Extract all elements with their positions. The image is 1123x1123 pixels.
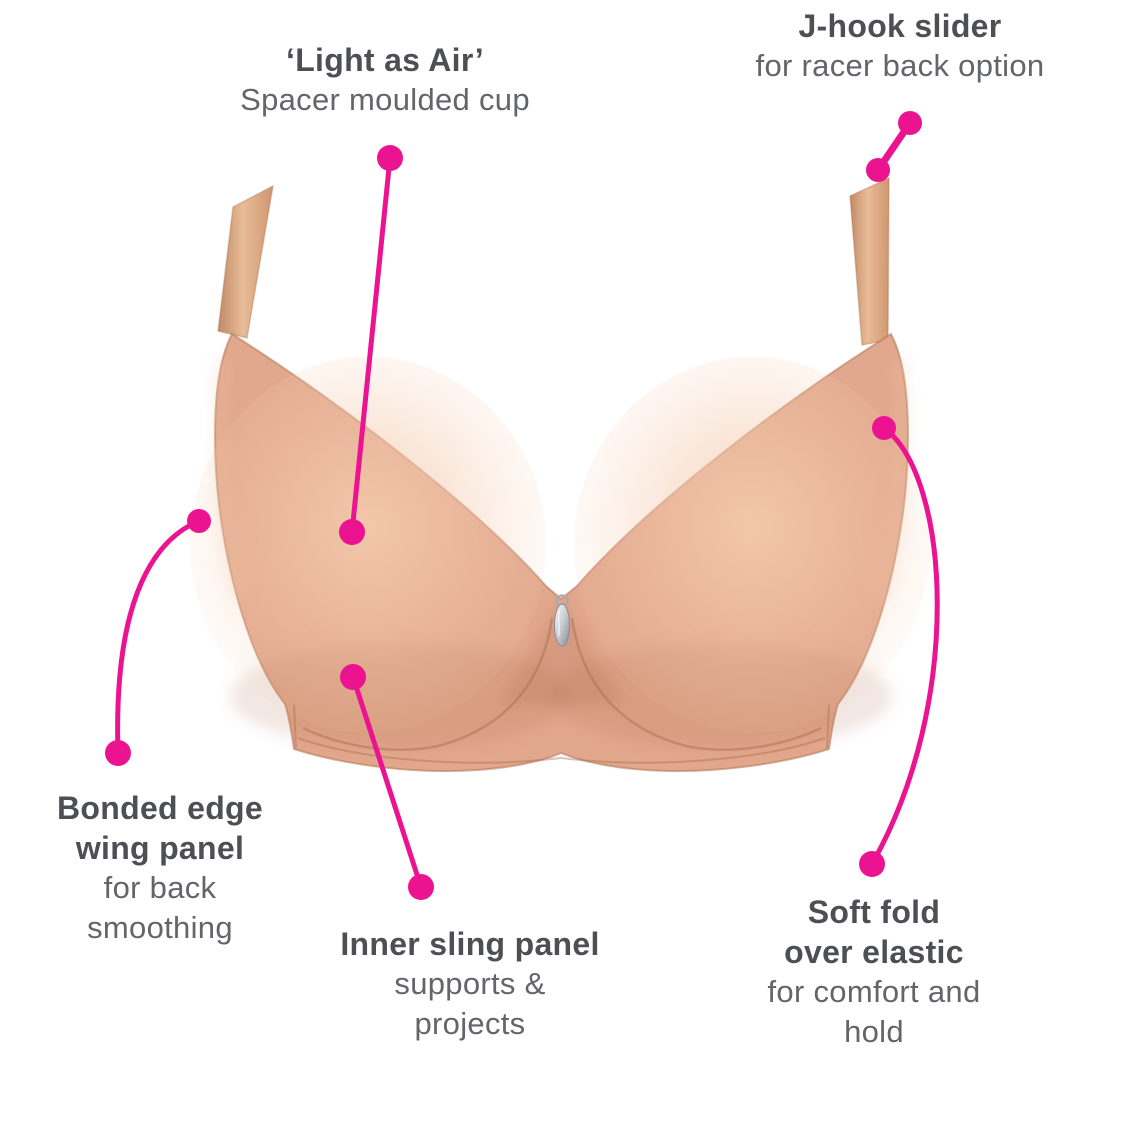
- callout-line-light-as-air: [339, 145, 403, 545]
- callout-dot: [898, 111, 922, 135]
- callout-title-line: Soft fold: [807, 894, 941, 930]
- gore-charm: [554, 594, 570, 647]
- cup-seams: [302, 617, 822, 751]
- callout-title-line: Bonded edge: [57, 790, 263, 826]
- callout-dot: [105, 740, 131, 766]
- callout-line-soft-fold-over-elastic: [859, 416, 940, 877]
- callout-subtitle-line: supports &: [394, 966, 546, 1001]
- callout-title-line: J-hook slider: [798, 8, 1002, 44]
- right-cup-highlight: [574, 357, 930, 733]
- callout-line-inner-sling-panel: [340, 664, 434, 900]
- callout-dot: [866, 158, 890, 182]
- callout-dot: [340, 664, 366, 690]
- callout-subtitle-line: Spacer moulded cup: [240, 82, 530, 117]
- left-shoulder-strap: [217, 184, 274, 339]
- callout-line-j-hook-slider: [866, 111, 922, 182]
- callout-dot: [339, 519, 365, 545]
- callout-subtitle-line: for comfort and: [767, 974, 981, 1009]
- bra-illustration: [190, 176, 930, 773]
- left-cup-highlight: [190, 357, 546, 733]
- right-shoulder-strap: [849, 176, 890, 346]
- callout-title-line: wing panel: [75, 830, 245, 866]
- callout-dot: [377, 145, 403, 171]
- callout-title-line: over elastic: [784, 934, 964, 970]
- callout-title-line: ‘Light as Air’: [286, 42, 484, 78]
- band-stitching: [293, 704, 830, 764]
- callout-label-bonded-edge-wing-panel: Bonded edge wing panel for back smoothin…: [57, 788, 263, 948]
- callout-subtitle-line: for back: [103, 870, 217, 905]
- callout-title-line: Inner sling panel: [340, 926, 600, 962]
- callout-dot: [872, 416, 896, 440]
- callout-line-bonded-edge-wing-panel: [105, 509, 211, 766]
- callout-lines: [105, 111, 940, 900]
- callout-subtitle-line: for racer back option: [755, 48, 1045, 83]
- callout-dot: [187, 509, 211, 533]
- callout-dot: [859, 851, 885, 877]
- callout-subtitle-line: projects: [414, 1006, 526, 1041]
- callout-label-soft-fold-over-elastic: Soft fold over elastic for comfort and h…: [768, 892, 981, 1052]
- callout-label-light-as-air: ‘Light as Air’ Spacer moulded cup: [240, 40, 530, 120]
- callout-label-inner-sling-panel: Inner sling panel supports & projects: [340, 924, 599, 1044]
- callout-dot: [408, 874, 434, 900]
- callout-label-j-hook-slider: J-hook slider for racer back option: [756, 6, 1045, 86]
- callout-subtitle-line: smoothing: [87, 910, 233, 945]
- callout-subtitle-line: hold: [844, 1014, 904, 1049]
